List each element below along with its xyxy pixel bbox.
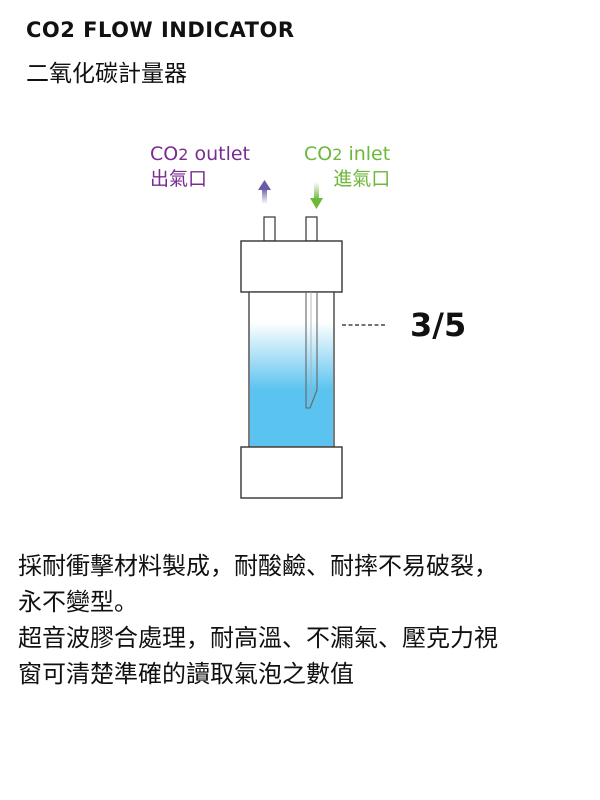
bottom-cap xyxy=(240,446,343,499)
inlet-label: CO2 inlet 進氣口 xyxy=(304,143,391,190)
title-chinese: 二氧化碳計量器 xyxy=(26,61,187,87)
description: 採耐衝擊材料製成，耐酸鹼、耐摔不易破裂， 永不變型。 超音波膠合處理，耐高溫、不… xyxy=(18,548,588,692)
arrow-down-icon xyxy=(310,182,323,209)
description-line: 永不變型。 xyxy=(18,588,138,616)
outlet-label: CO2 outlet 出氣口 xyxy=(150,143,250,190)
description-line: 採耐衝擊材料製成，耐酸鹼、耐摔不易破裂， xyxy=(18,552,498,580)
title-english: CO2 FLOW INDICATOR xyxy=(26,18,295,42)
level-ratio: 3/5 xyxy=(410,306,467,344)
water-level xyxy=(250,322,333,446)
top-cap xyxy=(240,240,343,293)
outlet-pipe xyxy=(263,216,276,242)
description-line: 窗可清楚準確的讀取氣泡之數值 xyxy=(18,660,354,688)
outlet-label-zh: 出氣口 xyxy=(150,168,208,190)
inner-tube xyxy=(305,292,318,409)
description-line: 超音波膠合處理，耐高溫、不漏氣、壓克力視 xyxy=(18,624,498,652)
arrow-up-icon xyxy=(258,180,271,204)
inlet-pipe xyxy=(305,216,318,242)
inlet-label-zh: 進氣口 xyxy=(333,168,391,190)
indicator-diagram xyxy=(240,180,387,499)
